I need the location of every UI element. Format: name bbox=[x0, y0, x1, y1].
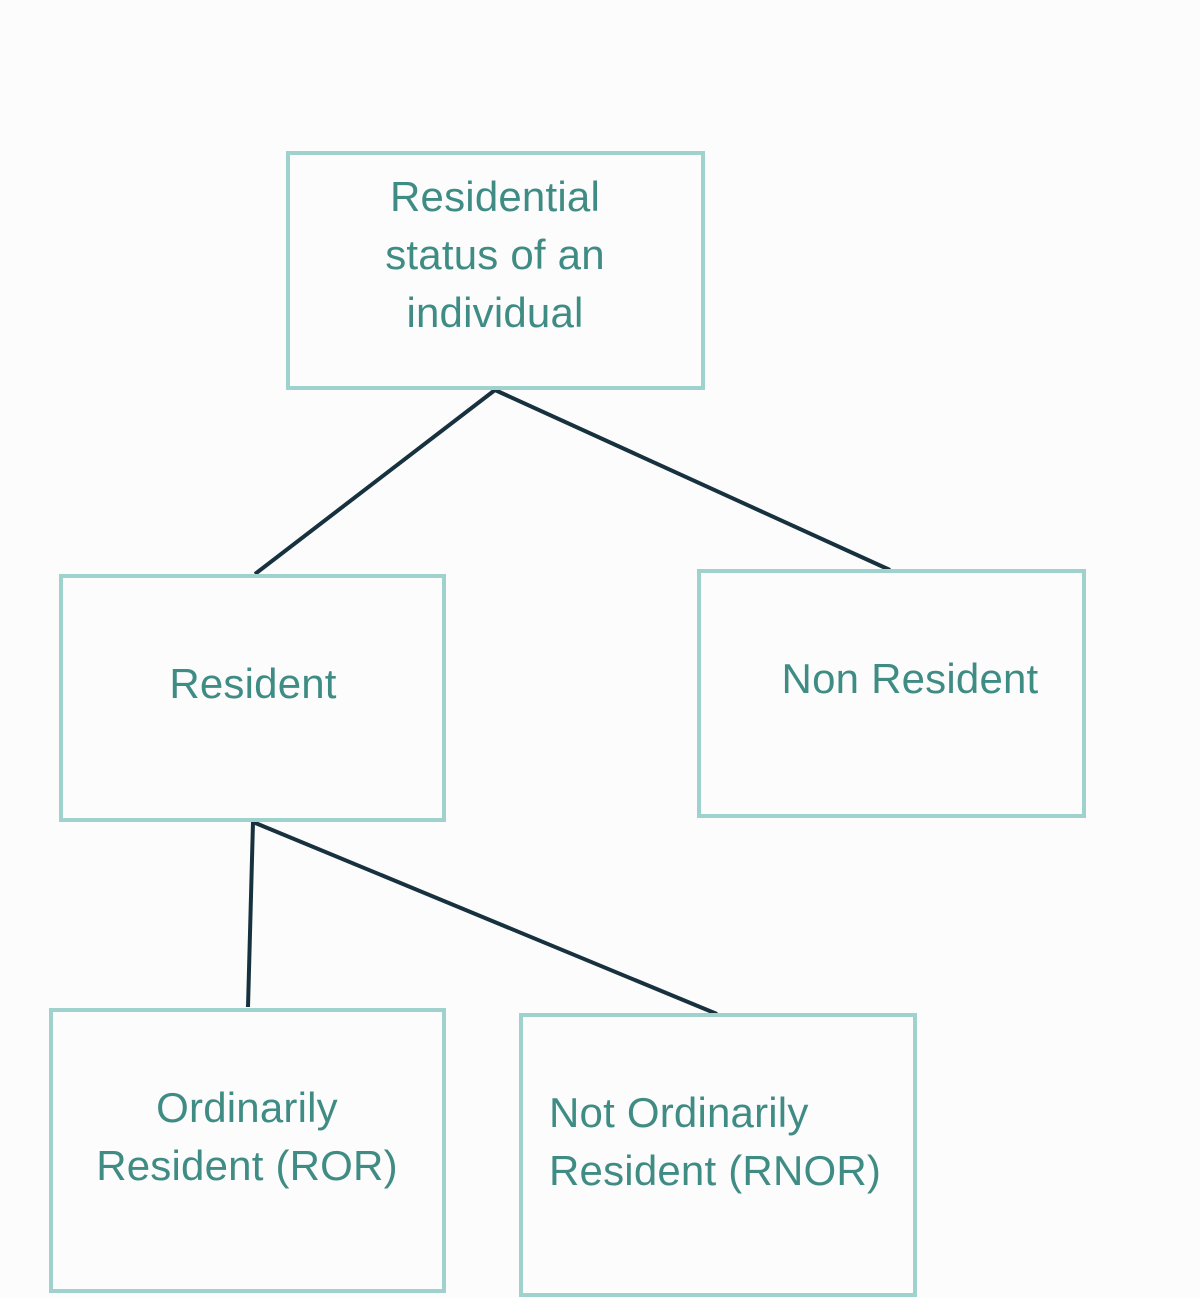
node-resident-label: Resident bbox=[169, 660, 337, 707]
edge-resident-to-rnor bbox=[252, 820, 718, 1016]
edge-root-to-resident bbox=[253, 388, 497, 576]
node-rnor-label: Not Ordinarily Resident (RNOR) bbox=[549, 1089, 882, 1194]
edge-root-to-non-resident bbox=[494, 388, 891, 572]
node-non-resident bbox=[697, 569, 1086, 818]
node-rnor bbox=[519, 1013, 917, 1297]
node-ror-label: Ordinarily Resident (ROR) bbox=[96, 1084, 398, 1189]
edge-resident-to-ror bbox=[246, 821, 255, 1008]
node-resident bbox=[59, 574, 446, 822]
node-ror bbox=[49, 1008, 446, 1293]
node-non-resident-label: Non Resident bbox=[781, 655, 1039, 702]
node-root-label: Residential status of an individual bbox=[385, 173, 605, 336]
node-root bbox=[286, 151, 705, 390]
